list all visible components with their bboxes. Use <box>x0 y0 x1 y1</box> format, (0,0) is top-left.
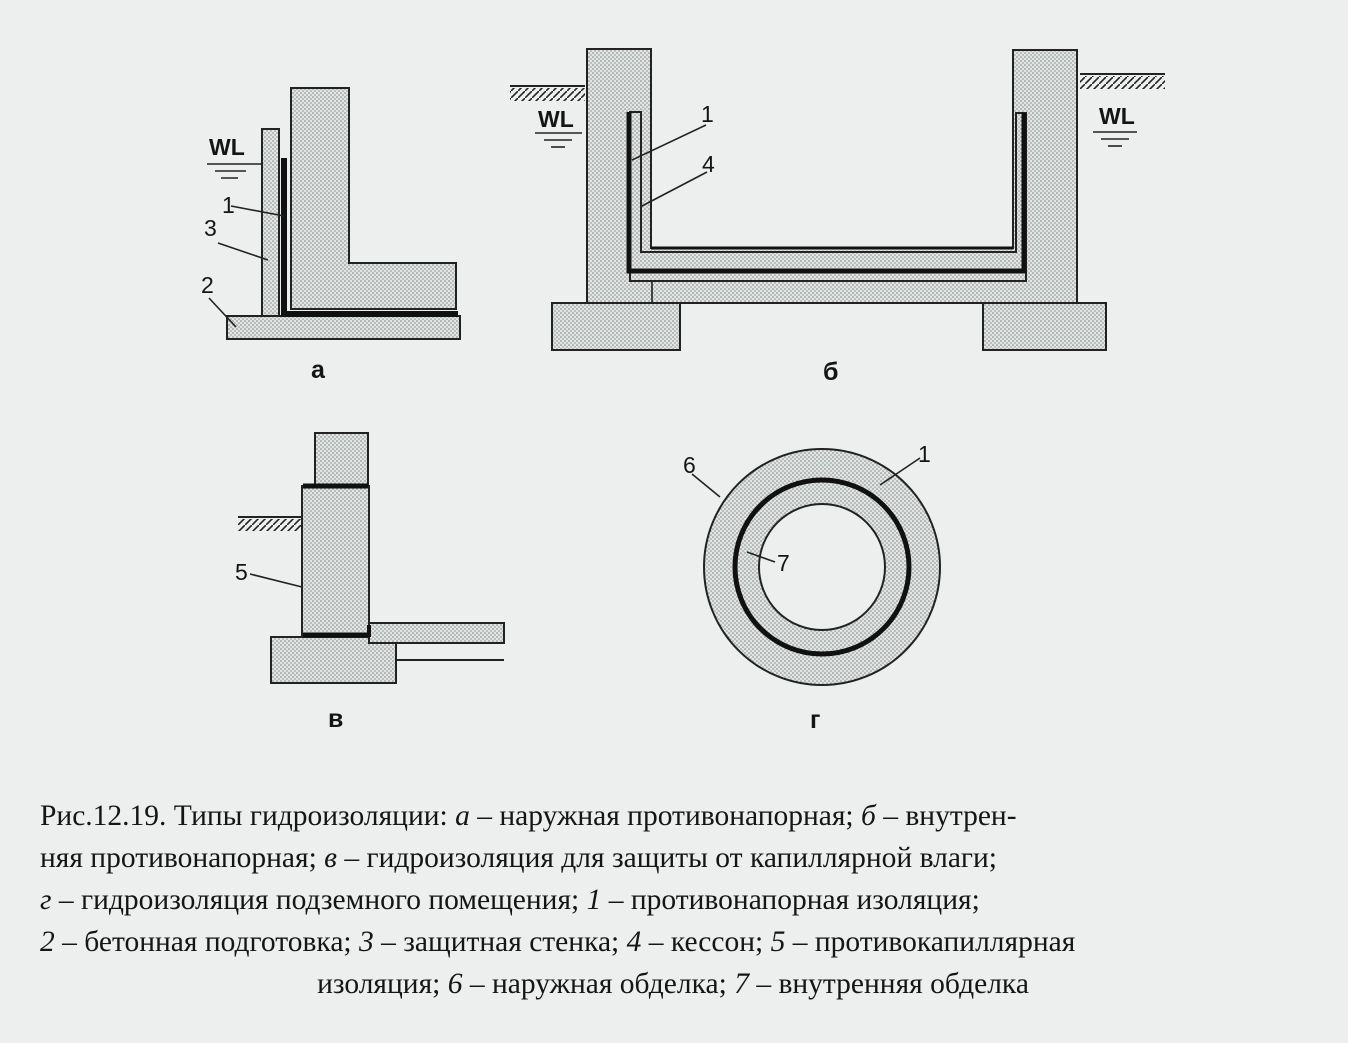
leader-1-g <box>879 457 921 486</box>
waterproofing-figure: WL 1 3 2 а WL WL 1 4 б <box>201 48 1165 734</box>
callout-4-b: 4 <box>702 151 715 177</box>
callout-6-g: 6 <box>683 452 696 478</box>
footing-right <box>982 302 1107 351</box>
ground-hatch-right <box>1080 76 1165 89</box>
l-wall-structure <box>290 87 457 310</box>
callout-1-g: 1 <box>918 441 931 467</box>
wl-label-b-left: WL <box>538 106 574 132</box>
panel-v: 5 в <box>235 432 505 733</box>
panel-letter-g: г <box>810 706 820 734</box>
panel-letter-a: а <box>311 356 326 384</box>
caption-line: няя противонапорная; в – гидроизоляция д… <box>40 842 998 874</box>
leader-3-a <box>217 242 269 261</box>
ground-hatch-left <box>510 88 585 101</box>
panel-letter-b: б <box>823 358 838 386</box>
inner-space <box>758 503 886 631</box>
concrete-base-2 <box>226 315 461 340</box>
slab-v <box>368 622 505 644</box>
panel-letter-v: в <box>328 705 343 733</box>
insulation-ring-1 <box>732 477 912 657</box>
panel-b: WL WL 1 4 б <box>510 48 1165 386</box>
pressure-insulation-1 <box>281 158 458 317</box>
footing-left <box>551 302 681 351</box>
leader-5-v <box>249 573 303 588</box>
caption-line: 2 – бетонная подготовка; 3 – защитная ст… <box>40 926 1076 958</box>
footing-v <box>270 636 397 684</box>
callout-1-a: 1 <box>222 192 235 218</box>
upper-wall <box>314 432 369 487</box>
internal-insulation-1 <box>626 112 1027 274</box>
wl-label-a: WL <box>209 134 245 160</box>
caption-line: г – гидроизоляция подземного помещения; … <box>40 884 980 916</box>
callout-3-a: 3 <box>204 215 217 241</box>
caption-line: изоляция; 6 – наружная обделка; 7 – внут… <box>317 968 1029 1000</box>
leader-1-b <box>631 124 707 161</box>
callout-7-g: 7 <box>777 550 790 576</box>
leader-7-g <box>746 551 776 563</box>
callout-1-b: 1 <box>701 101 714 127</box>
callout-5-v: 5 <box>235 559 248 585</box>
leader-1-a <box>230 205 285 217</box>
panel-a: WL 1 3 2 а <box>201 87 461 384</box>
wl-label-b-right: WL <box>1099 103 1135 129</box>
leader-4-b <box>641 171 708 207</box>
caisson-4 <box>629 111 1027 282</box>
protective-wall-3 <box>261 128 280 317</box>
figure-caption: Рис.12.19. Типы гидроизоляции: а – наруж… <box>40 795 1306 1005</box>
leader-6-g <box>691 473 721 498</box>
callout-2-a: 2 <box>201 272 214 298</box>
wall-v <box>301 485 370 638</box>
panel-g: 6 1 7 г <box>683 441 941 734</box>
caption-line: Рис.12.19. Типы гидроизоляции: а – наруж… <box>40 800 1017 832</box>
ground-hatch-v <box>238 519 302 531</box>
leader-2-a <box>208 297 237 328</box>
